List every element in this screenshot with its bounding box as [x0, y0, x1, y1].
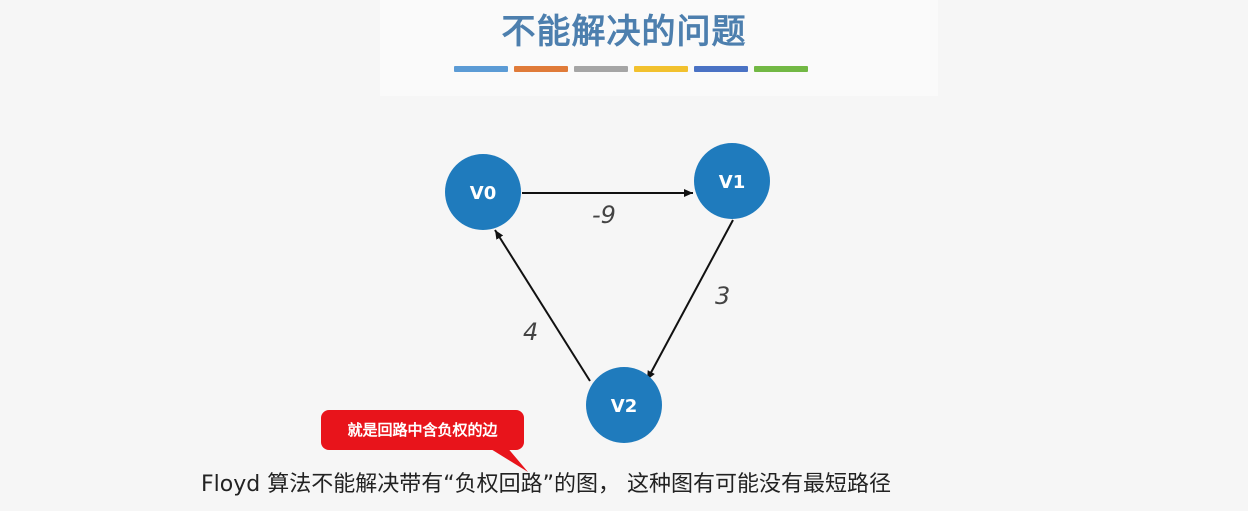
edge-weight-v1-v2: 3	[715, 282, 730, 310]
stripe-4	[634, 66, 688, 72]
callout-bubble: 就是回路中含负权的边	[321, 410, 524, 450]
node-v1-label: V1	[719, 172, 745, 193]
node-v2: V2	[586, 367, 662, 443]
slide-title: 不能解决的问题	[501, 12, 747, 52]
color-stripe-bar	[454, 66, 808, 72]
slide-caption: Floyd 算法不能解决带有“负权回路”的图， 这种图有可能没有最短路径	[201, 472, 891, 497]
node-v1-circle	[694, 143, 770, 219]
node-v2-circle	[586, 367, 662, 443]
node-v0: V0	[445, 154, 521, 230]
stripe-2	[514, 66, 568, 72]
stripe-1	[454, 66, 508, 72]
node-v0-label: V0	[470, 183, 496, 204]
edge-v2-v0	[494, 229, 591, 382]
stripe-5	[694, 66, 748, 72]
header-panel	[380, 0, 938, 96]
node-v2-label: V2	[611, 396, 637, 417]
stripe-3	[574, 66, 628, 72]
node-v0-circle	[445, 154, 521, 230]
node-v1: V1	[694, 143, 770, 219]
edge-weight-v2-v0: 4	[523, 318, 538, 346]
stripe-6	[754, 66, 808, 72]
callout-pointer-shape	[486, 446, 528, 472]
edge-v1-v2	[646, 219, 734, 381]
edge-weight-v0-v1: -9	[592, 201, 616, 229]
